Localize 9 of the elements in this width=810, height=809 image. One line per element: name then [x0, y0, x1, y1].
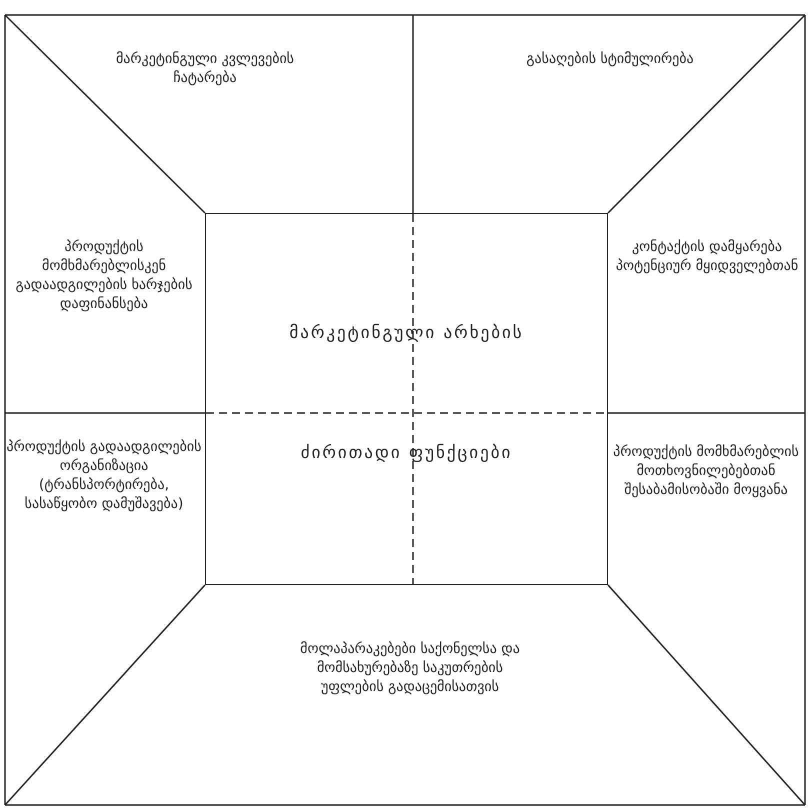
function-text: კონტაქტის დამყარება პოტენციურ მყიდველებთან [614, 238, 800, 276]
function-text: მარკეტინგული კვლევების ჩატარება [114, 50, 295, 88]
heading-text: ძირითადი ფუნქციები [300, 442, 514, 465]
function-text: მოლაპარაკებები საქონელსა და მომსახურებაზე საკუთრების უფლების გადაცემისათვის [299, 640, 521, 697]
function-text: პროდუქტის გადაადგილების ორგანიზაცია (ტრანსპორტირება, სასაწყობო დამუშავება) [6, 438, 202, 514]
function-text: პროდუქტის მომხმარებლის მოთხოვნილებებთან შესაბამისობაში მოყვანა [612, 443, 800, 500]
function-text: გასაღების სტიმულირება [525, 50, 695, 69]
function-text: პროდუქტის მომხმარებლისკენ გადაადგილების ხარჯების დაფინანსება [14, 238, 194, 314]
heading-text: მარკეტინგული არხების [288, 322, 525, 345]
